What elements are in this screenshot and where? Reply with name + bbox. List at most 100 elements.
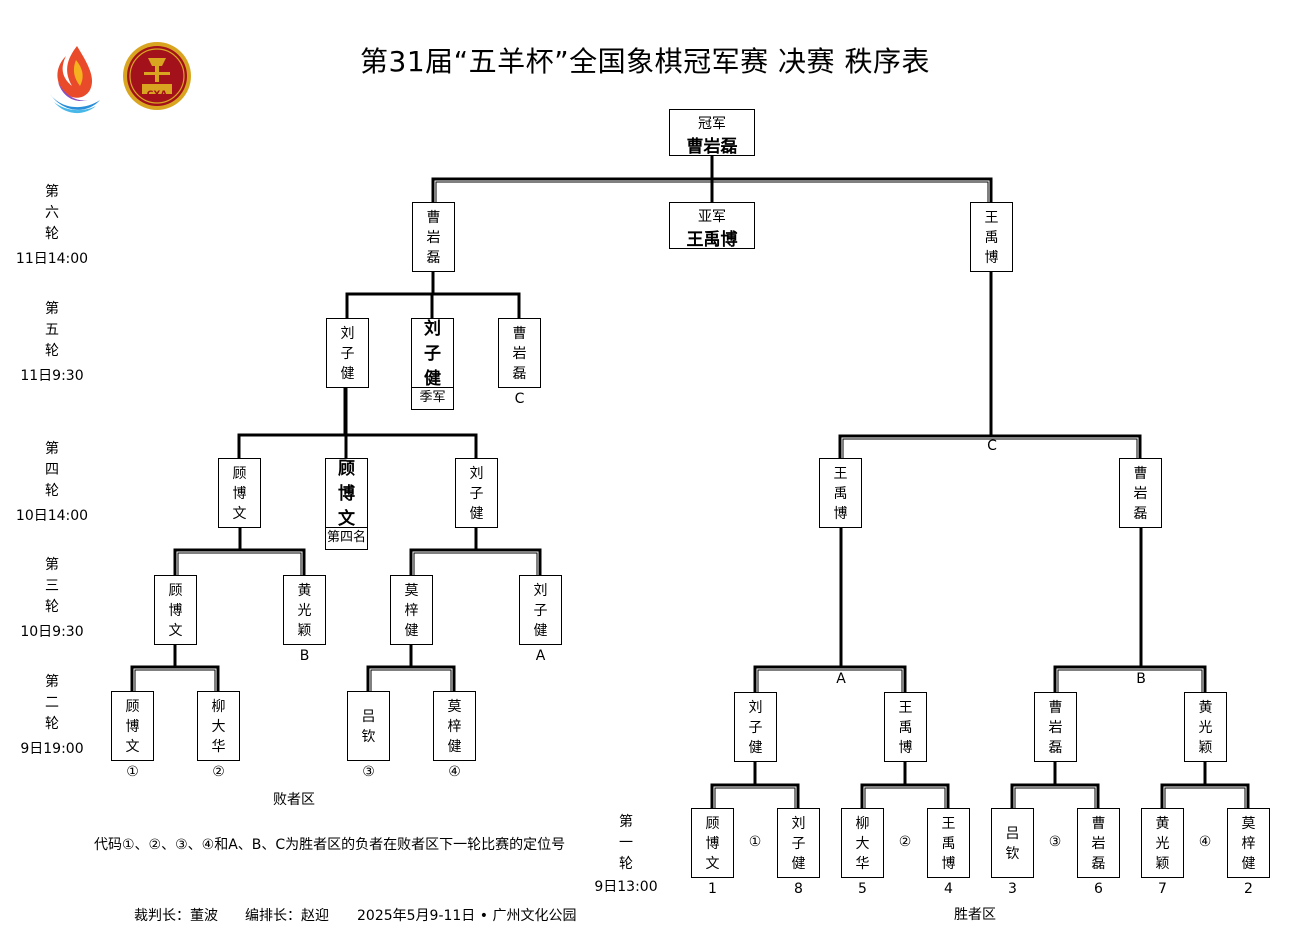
player-name: 曹岩磊	[1133, 466, 1148, 522]
seed-label: 7	[1158, 881, 1167, 897]
losers-r3-connector	[409, 548, 542, 575]
winners-r1-box: 柳大华	[841, 808, 884, 878]
winners-r2-box: 王禹博	[884, 692, 927, 762]
champion-name: 曹岩磊	[686, 137, 738, 157]
round-time: 11日9:30	[20, 368, 84, 384]
scheduler-text: 编排长：赵迎	[245, 908, 329, 924]
match-code: B	[1136, 671, 1146, 687]
champion-box: 冠军 曹岩磊	[669, 109, 755, 157]
round-char: 二	[45, 695, 59, 711]
round-char: 第	[45, 301, 59, 317]
player-name: 吕钦	[1005, 826, 1020, 862]
placement-tag: 季军	[411, 388, 454, 410]
player-name: 顾博文	[705, 816, 720, 872]
losers-r2-connector-inner	[370, 669, 452, 691]
player-name: 柳大华	[211, 699, 226, 755]
losers-r3-box: 黄光颖	[283, 575, 326, 645]
round-char: 轮	[45, 716, 59, 732]
winners-r1-box: 顾博文	[691, 808, 734, 878]
losers-r3-box: 顾博文	[154, 575, 197, 645]
seed-label: 4	[944, 881, 953, 897]
losers-r3-connector-inner	[177, 552, 302, 575]
round-char: 四	[45, 462, 59, 478]
seed-label: 3	[1008, 881, 1017, 897]
player-name: 曹岩磊	[1048, 700, 1063, 756]
winners-r3-connector-inner	[842, 438, 1138, 458]
round-char: 第	[45, 557, 59, 573]
winners-r2-connector	[753, 665, 907, 692]
player-name: 曹岩磊	[1091, 816, 1106, 872]
winners-r2-connector	[1053, 665, 1207, 692]
player-name: 顾博文	[125, 699, 140, 755]
losers-r4-box: 刘子健	[455, 458, 498, 528]
losers-r5-box: 曹岩磊	[498, 318, 541, 388]
seed-label: 1	[708, 881, 717, 897]
player-name: 柳大华	[855, 816, 870, 872]
player-name: 黄光颖	[297, 583, 312, 639]
round-1-label: 第 一 轮 9日13:00	[576, 812, 676, 898]
round-char: 一	[619, 835, 633, 851]
seed-label: 8	[794, 881, 803, 897]
winners-r1-connector-inner	[1014, 787, 1096, 808]
losers-r4-box: 顾博文	[218, 458, 261, 528]
losers-final-box: 曹岩磊	[412, 202, 455, 272]
player-name: 顾博文	[338, 458, 355, 529]
losers-r3-connector-inner	[413, 552, 538, 575]
seed-label: 2	[1244, 881, 1253, 897]
cxa-logo-text: CXA	[146, 89, 168, 100]
code-label: ③	[362, 764, 375, 780]
round-char: 轮	[45, 483, 59, 499]
player-name: 莫梓健	[1241, 816, 1256, 872]
match-code: ①	[748, 834, 762, 850]
round-char: 第	[45, 441, 59, 457]
player-name: 刘子健	[469, 466, 484, 522]
player-name: 王禹博	[898, 700, 913, 756]
player-name: 吕钦	[361, 709, 376, 745]
round-char: 六	[45, 205, 59, 221]
round-char: 三	[45, 578, 59, 594]
winners-r3-box: 王禹博	[819, 458, 862, 528]
round-char: 轮	[45, 226, 59, 242]
round-time: 9日19:00	[20, 741, 84, 757]
seed-label: 6	[1094, 881, 1103, 897]
losers-r5-box: 刘子健	[326, 318, 369, 388]
code-label: ①	[126, 764, 139, 780]
player-name: 刘子健	[791, 816, 806, 872]
player-name: 顾博文	[168, 583, 183, 639]
cxa-logo: CXA	[122, 40, 192, 112]
round-time: 10日9:30	[20, 624, 84, 640]
losers-r2-box: 顾博文	[111, 691, 154, 761]
player-name: 刘子健	[533, 583, 548, 639]
winners-area-label: 胜者区	[954, 907, 996, 923]
losers-r2-box: 莫梓健	[433, 691, 476, 761]
runner-up-name: 王禹博	[686, 230, 738, 250]
round-time: 11日14:00	[15, 251, 89, 267]
champion-label: 冠军	[698, 116, 726, 132]
winners-r2-box: 曹岩磊	[1034, 692, 1077, 762]
code-label: C	[514, 391, 525, 407]
page-title: 第31届“五羊杯”全国象棋冠军赛 决赛 秩序表	[360, 45, 930, 78]
player-name: 刘子健	[424, 318, 441, 389]
winners-r3-box: 曹岩磊	[1119, 458, 1162, 528]
losers-r3-box: 刘子健	[519, 575, 562, 645]
winners-r1-box: 莫梓健	[1227, 808, 1270, 878]
losers-r2-connector-inner	[134, 669, 216, 691]
seed-label: 5	[858, 881, 867, 897]
losers-r2-box: 吕钦	[347, 691, 390, 761]
winners-r1-connector-inner	[1164, 787, 1246, 808]
losers-area-label: 败者区	[273, 792, 315, 808]
runner-up-box: 亚军 王禹博	[669, 202, 755, 250]
player-name: 王禹博	[941, 816, 956, 872]
winners-r2-box: 刘子健	[734, 692, 777, 762]
winners-r1-connector-inner	[864, 787, 946, 808]
player-name: 刘子健	[340, 326, 355, 382]
round-char: 第	[45, 184, 59, 200]
losers-r3-connector	[173, 548, 306, 575]
winners-r2-box: 黄光颖	[1184, 692, 1227, 762]
placement-tag: 第四名	[325, 528, 368, 550]
fourth-place-box: 顾博文	[325, 458, 368, 529]
round-char: 轮	[619, 856, 633, 872]
match-code: ②	[898, 834, 912, 850]
round-time: 9日13:00	[594, 879, 658, 895]
